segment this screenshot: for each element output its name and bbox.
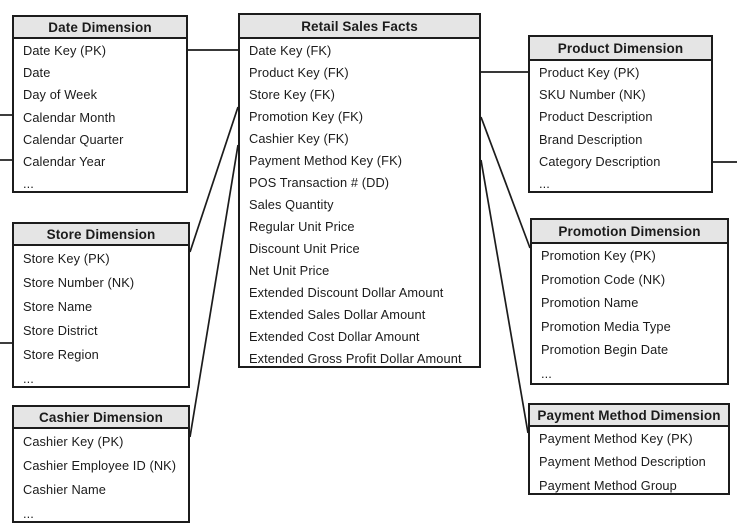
entity-rows: Store Key (PK) Store Number (NK) Store N… — [14, 246, 188, 390]
entity-title: Retail Sales Facts — [240, 15, 479, 39]
attribute-row: Date Key (FK) — [249, 42, 332, 58]
entity-title: Cashier Dimension — [14, 407, 188, 429]
entity-cashier-dimension: Cashier Dimension Cashier Key (PK) Cashi… — [12, 405, 190, 523]
entity-title: Promotion Dimension — [532, 220, 727, 244]
attribute-row: Payment Method Group — [539, 477, 677, 493]
entity-rows: Cashier Key (PK) Cashier Employee ID (NK… — [14, 429, 188, 525]
attribute-row: Date — [23, 64, 51, 80]
attribute-row: Promotion Name — [541, 295, 639, 311]
attribute-row: Promotion Key (FK) — [249, 108, 364, 124]
entity-rows: Date Key (FK) Product Key (FK) Store Key… — [240, 39, 479, 370]
attribute-row: ... — [23, 505, 34, 521]
attribute-row: Calendar Quarter — [23, 131, 124, 147]
attribute-row: Promotion Begin Date — [541, 342, 669, 358]
entity-promotion-dimension: Promotion Dimension Promotion Key (PK) P… — [530, 218, 729, 385]
entity-rows: Product Key (PK) SKU Number (NK) Product… — [530, 61, 711, 195]
attribute-row: ... — [539, 176, 550, 192]
entity-payment-method-dimension: Payment Method Dimension Payment Method … — [528, 403, 730, 495]
attribute-row: Payment Method Description — [539, 454, 706, 470]
entity-retail-sales-facts: Retail Sales Facts Date Key (FK) Product… — [238, 13, 481, 368]
attribute-row: Payment Method Key (PK) — [539, 431, 693, 447]
attribute-row: Calendar Year — [23, 154, 106, 170]
attribute-row: Cashier Key (FK) — [249, 130, 349, 146]
attribute-row: SKU Number (NK) — [539, 86, 646, 102]
attribute-row: Extended Discount Dollar Amount — [249, 285, 444, 301]
attribute-row: Promotion Key (PK) — [541, 248, 656, 264]
attribute-row: Net Unit Price — [249, 262, 330, 278]
connector-facts-cashier — [189, 144, 239, 438]
attribute-row: Payment Method Key (FK) — [249, 152, 403, 168]
entity-rows: Promotion Key (PK) Promotion Code (NK) P… — [532, 244, 727, 385]
attribute-row: Day of Week — [23, 87, 98, 103]
connector-facts-store — [189, 106, 239, 253]
attribute-row: Store Region — [23, 346, 99, 362]
attribute-row: ... — [23, 176, 34, 192]
attribute-row: Date Key (PK) — [23, 42, 107, 58]
entity-rows: Payment Method Key (PK) Payment Method D… — [530, 427, 728, 497]
attribute-row: POS Transaction # (DD) — [249, 174, 390, 190]
attribute-row: Product Key (PK) — [539, 64, 640, 80]
attribute-row: Calendar Month — [23, 109, 116, 125]
entity-title: Payment Method Dimension — [530, 405, 728, 427]
attribute-row: ... — [541, 365, 552, 381]
attribute-row: Category Description — [539, 153, 661, 169]
attribute-row: Store Key (PK) — [23, 250, 110, 266]
attribute-row: Store Number (NK) — [23, 274, 135, 290]
entity-product-dimension: Product Dimension Product Key (PK) SKU N… — [528, 35, 713, 193]
attribute-row: Extended Cost Dollar Amount — [249, 329, 420, 345]
attribute-row: Store District — [23, 322, 98, 338]
attribute-row: Extended Sales Dollar Amount — [249, 307, 426, 323]
entity-title: Product Dimension — [530, 37, 711, 61]
entity-title: Date Dimension — [14, 17, 186, 39]
attribute-row: Extended Gross Profit Dollar Amount — [249, 351, 462, 367]
attribute-row: Brand Description — [539, 131, 643, 147]
attribute-row: Promotion Code (NK) — [541, 271, 666, 287]
attribute-row: Sales Quantity — [249, 196, 334, 212]
attribute-row: Cashier Key (PK) — [23, 433, 124, 449]
entity-date-dimension: Date Dimension Date Key (PK) Date Day of… — [12, 15, 188, 193]
connector-facts-payment — [480, 159, 529, 434]
attribute-row: Product Description — [539, 109, 653, 125]
attribute-row: Cashier Employee ID (NK) — [23, 457, 177, 473]
connector-facts-promotion — [480, 116, 531, 249]
attribute-row: ... — [23, 370, 34, 386]
attribute-row: Store Name — [23, 298, 93, 314]
entity-store-dimension: Store Dimension Store Key (PK) Store Num… — [12, 222, 190, 388]
attribute-row: Discount Unit Price — [249, 240, 360, 256]
attribute-row: Product Key (FK) — [249, 64, 349, 80]
entity-title: Store Dimension — [14, 224, 188, 246]
attribute-row: Regular Unit Price — [249, 218, 355, 234]
attribute-row: Promotion Media Type — [541, 318, 671, 334]
entity-rows: Date Key (PK) Date Day of Week Calendar … — [14, 39, 186, 195]
attribute-row: Store Key (FK) — [249, 86, 336, 102]
attribute-row: Cashier Name — [23, 481, 106, 497]
